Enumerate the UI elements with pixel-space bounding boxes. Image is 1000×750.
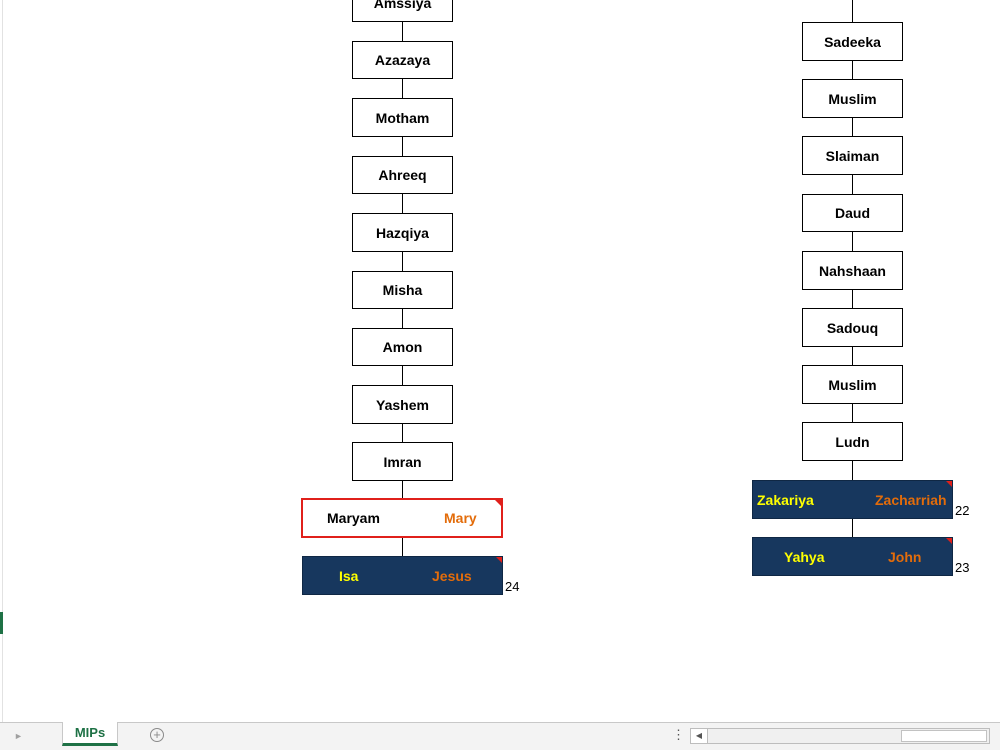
yahya-english-name: John: [888, 548, 922, 565]
tree-box-label: Sadouq: [826, 319, 879, 336]
tree-box[interactable]: Amon: [352, 328, 453, 366]
tree-box[interactable]: Yashem: [352, 385, 453, 424]
yahya-box[interactable]: Yahya John: [752, 537, 953, 576]
yahya-arabic-name: Yahya: [784, 548, 825, 565]
horizontal-scrollbar[interactable]: ◀: [690, 728, 990, 744]
worksheet-area[interactable]: Amssiya Azazaya Motham Ahreeq Hazqiya Mi…: [0, 0, 1000, 722]
isa-box[interactable]: Isa Jesus: [302, 556, 503, 595]
tree-box[interactable]: Ludn: [802, 422, 903, 461]
isa-arabic-name: Isa: [339, 567, 359, 584]
tree-box[interactable]: Ahreeq: [352, 156, 453, 194]
tree-box-label: Misha: [382, 282, 423, 298]
comment-indicator: [496, 557, 502, 563]
zakariya-number: 22: [955, 503, 970, 518]
comment-indicator: [946, 481, 952, 487]
zakariya-arabic-name: Zakariya: [757, 491, 814, 508]
tree-box-label: Nahshaan: [819, 262, 886, 279]
tree-box[interactable]: Sadouq: [802, 308, 903, 347]
tree-box-label: Ludn: [835, 433, 870, 450]
zakariya-box[interactable]: Zakariya Zacharriah: [752, 480, 953, 519]
comment-indicator: [946, 538, 952, 544]
comment-indicator: [495, 500, 501, 506]
tree-box-label: Amon: [382, 339, 423, 355]
tree-box[interactable]: Motham: [352, 98, 453, 137]
maryam-box[interactable]: Maryam Mary: [301, 498, 503, 538]
tree-box-label: Ahreeq: [378, 167, 427, 183]
tab-mips[interactable]: MIPs: [62, 722, 118, 746]
tree-box-label: Sadeeka: [824, 33, 881, 50]
sheet-left-edge: [0, 0, 3, 722]
scrollbar-thumb[interactable]: [901, 730, 987, 742]
tree-box[interactable]: Hazqiya: [352, 213, 453, 252]
tree-box-label: Slaiman: [825, 147, 880, 164]
tree-box-label: Muslim: [828, 90, 877, 107]
tree-box[interactable]: Azazaya: [352, 41, 453, 79]
yahya-number: 23: [955, 560, 970, 575]
tree-box-label: Yashem: [376, 396, 429, 413]
tree-box-label: Muslim: [828, 376, 877, 393]
isa-number: 24: [505, 579, 520, 594]
add-sheet-icon[interactable]: +: [150, 728, 164, 742]
maryam-english-name: Mary: [444, 510, 477, 526]
active-cell-marker: [0, 612, 3, 634]
tree-box[interactable]: Muslim: [802, 79, 903, 118]
tree-box[interactable]: Muslim: [802, 365, 903, 404]
zakariya-english-name: Zacharriah: [875, 491, 947, 508]
tree-box-label: Imran: [383, 453, 422, 470]
tree-box-label: Amssiya: [373, 0, 432, 11]
tree-box[interactable]: Nahshaan: [802, 251, 903, 290]
maryam-arabic-name: Maryam: [327, 510, 380, 526]
tree-box[interactable]: Sadeeka: [802, 22, 903, 61]
tree-box[interactable]: Daud: [802, 194, 903, 232]
tree-box[interactable]: Amssiya: [352, 0, 453, 22]
scroll-left-icon[interactable]: ►: [14, 731, 23, 741]
vertical-dots-icon[interactable]: ⋮: [672, 727, 685, 742]
sheet-tab-bar: ► MIPs + ⋮ ◀: [0, 722, 1000, 750]
tree-box-label: Daud: [835, 205, 870, 221]
tree-box[interactable]: Misha: [352, 271, 453, 309]
isa-english-name: Jesus: [432, 567, 472, 584]
tree-box[interactable]: Imran: [352, 442, 453, 481]
tree-box-label: Motham: [375, 109, 430, 126]
tree-box-label: Azazaya: [374, 52, 431, 68]
tree-box-label: Hazqiya: [376, 224, 429, 241]
tree-box[interactable]: Slaiman: [802, 136, 903, 175]
scroll-left-arrow-icon[interactable]: ◀: [691, 729, 708, 743]
